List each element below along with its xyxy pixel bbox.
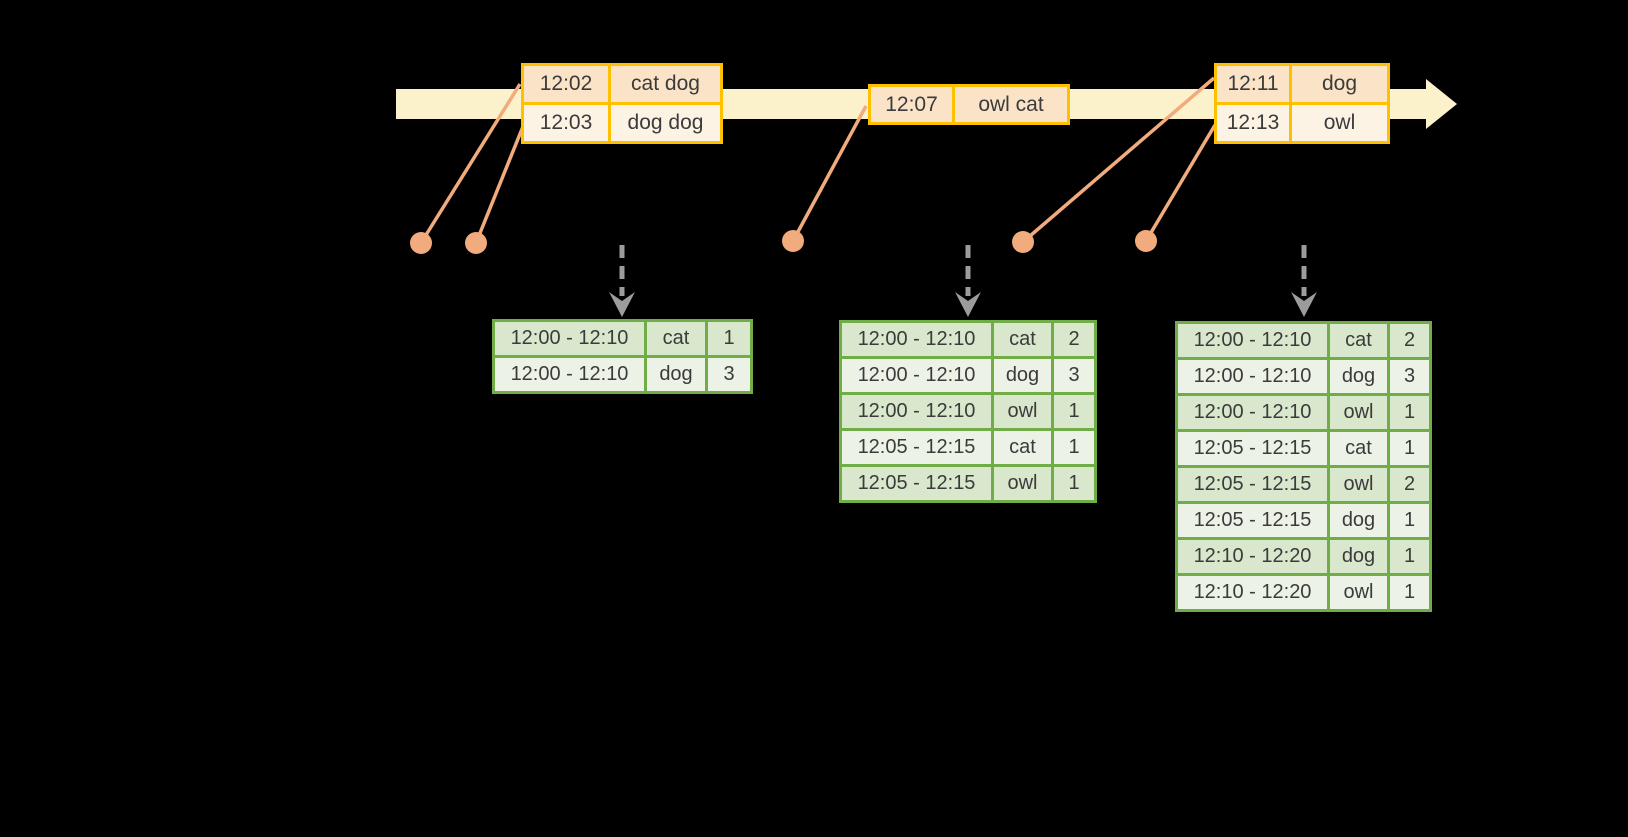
count-cell: 1 (1387, 573, 1432, 612)
word-cell: owl (1327, 573, 1390, 612)
result-row: 12:00 - 12:10 dog 3 (492, 355, 753, 394)
word-cell: dog (644, 355, 708, 394)
result-row: 12:05 - 12:15 owl 2 (1175, 465, 1432, 504)
event-row: 12:13 owl (1214, 102, 1390, 144)
word-cell: owl (991, 392, 1054, 431)
event-words: dog dog (608, 102, 723, 144)
word-cell: cat (991, 320, 1054, 359)
count-cell: 1 (1387, 393, 1432, 432)
result-row: 12:00 - 12:10 cat 1 (492, 319, 753, 358)
window-cell: 12:00 - 12:10 (839, 392, 994, 431)
count-cell: 3 (1051, 356, 1097, 395)
event-time: 12:13 (1214, 102, 1292, 144)
window-cell: 12:00 - 12:10 (839, 356, 994, 395)
window-cell: 12:00 - 12:10 (839, 320, 994, 359)
count-cell: 3 (1387, 357, 1432, 396)
word-cell: dog (1327, 357, 1390, 396)
event-time: 12:03 (521, 102, 611, 144)
event-table-3: 12:11 dog 12:13 owl (1214, 63, 1390, 144)
result-row: 12:05 - 12:15 owl 1 (839, 464, 1097, 503)
event-line (791, 105, 868, 242)
result-row: 12:00 - 12:10 owl 1 (1175, 393, 1432, 432)
word-cell: owl (991, 464, 1054, 503)
word-cell: dog (1327, 501, 1390, 540)
event-dot-icon (410, 232, 432, 254)
window-cell: 12:00 - 12:10 (1175, 321, 1330, 360)
event-row: 12:02 cat dog (521, 63, 723, 105)
word-cell: cat (644, 319, 708, 358)
event-words: owl (1289, 102, 1390, 144)
window-cell: 12:05 - 12:15 (839, 464, 994, 503)
count-cell: 1 (1387, 429, 1432, 468)
event-dot-icon (782, 230, 804, 252)
result-row: 12:10 - 12:20 dog 1 (1175, 537, 1432, 576)
result-table-1: 12:00 - 12:10 cat 1 12:00 - 12:10 dog 3 (492, 319, 753, 394)
event-line (1021, 76, 1216, 244)
window-cell: 12:10 - 12:20 (1175, 537, 1330, 576)
event-time: 12:07 (868, 84, 955, 125)
count-cell: 2 (1387, 465, 1432, 504)
window-cell: 12:05 - 12:15 (1175, 501, 1330, 540)
count-cell: 1 (705, 319, 753, 358)
count-cell: 2 (1387, 321, 1432, 360)
window-cell: 12:00 - 12:10 (492, 319, 647, 358)
result-row: 12:00 - 12:10 owl 1 (839, 392, 1097, 431)
event-time: 12:02 (521, 63, 611, 105)
count-cell: 1 (1051, 464, 1097, 503)
count-cell: 1 (1051, 392, 1097, 431)
result-row: 12:00 - 12:10 dog 3 (839, 356, 1097, 395)
event-row: 12:07 owl cat (868, 84, 1070, 125)
word-cell: cat (991, 428, 1054, 467)
window-cell: 12:05 - 12:15 (839, 428, 994, 467)
window-cell: 12:00 - 12:10 (1175, 357, 1330, 396)
event-table-2: 12:07 owl cat (868, 84, 1070, 125)
window-cell: 12:10 - 12:20 (1175, 573, 1330, 612)
result-row: 12:05 - 12:15 cat 1 (1175, 429, 1432, 468)
event-words: cat dog (608, 63, 723, 105)
result-row: 12:00 - 12:10 cat 2 (1175, 321, 1432, 360)
window-cell: 12:05 - 12:15 (1175, 429, 1330, 468)
window-cell: 12:05 - 12:15 (1175, 465, 1330, 504)
window-cell: 12:00 - 12:10 (1175, 393, 1330, 432)
event-time: 12:11 (1214, 63, 1292, 105)
event-words: owl cat (952, 84, 1070, 125)
result-row: 12:05 - 12:15 dog 1 (1175, 501, 1432, 540)
trigger-arrowhead-icon (609, 292, 635, 317)
event-dot-icon (1012, 231, 1034, 253)
trigger-arrowhead-icon (1291, 292, 1317, 317)
word-cell: owl (1327, 393, 1390, 432)
event-line (474, 123, 526, 244)
count-cell: 1 (1051, 428, 1097, 467)
result-row: 12:10 - 12:20 owl 1 (1175, 573, 1432, 612)
word-cell: cat (1327, 429, 1390, 468)
count-cell: 2 (1051, 320, 1097, 359)
word-cell: dog (1327, 537, 1390, 576)
count-cell: 1 (1387, 501, 1432, 540)
result-table-3: 12:00 - 12:10 cat 2 12:00 - 12:10 dog 3 … (1175, 321, 1432, 612)
timeline-arrowhead-icon (1426, 79, 1457, 129)
result-row: 12:05 - 12:15 cat 1 (839, 428, 1097, 467)
event-row: 12:03 dog dog (521, 102, 723, 144)
event-table-1: 12:02 cat dog 12:03 dog dog (521, 63, 723, 144)
result-row: 12:00 - 12:10 dog 3 (1175, 357, 1432, 396)
count-cell: 1 (1387, 537, 1432, 576)
event-line (419, 83, 522, 244)
event-dot-icon (1135, 230, 1157, 252)
event-row: 12:11 dog (1214, 63, 1390, 105)
event-dot-icon (465, 232, 487, 254)
event-words: dog (1289, 63, 1390, 105)
count-cell: 3 (705, 355, 753, 394)
word-cell: owl (1327, 465, 1390, 504)
result-row: 12:00 - 12:10 cat 2 (839, 320, 1097, 359)
trigger-arrowhead-icon (955, 292, 981, 317)
result-table-2: 12:00 - 12:10 cat 2 12:00 - 12:10 dog 3 … (839, 320, 1097, 503)
word-cell: cat (1327, 321, 1390, 360)
window-cell: 12:00 - 12:10 (492, 355, 647, 394)
word-cell: dog (991, 356, 1054, 395)
event-line (1144, 124, 1217, 242)
